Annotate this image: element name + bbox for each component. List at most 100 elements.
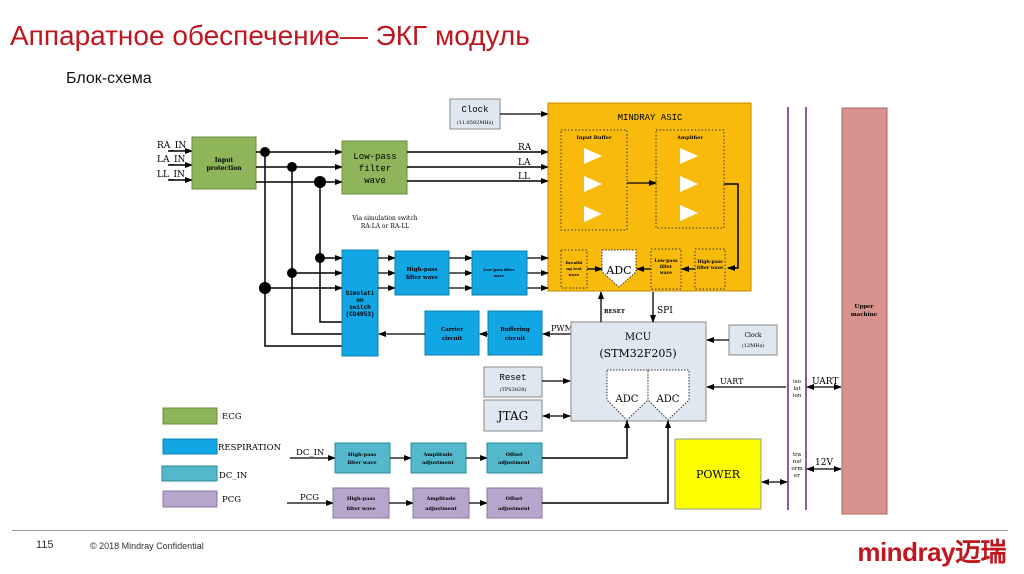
asic-clock-freq: (11.0592MHz) xyxy=(457,119,494,126)
legend-swatch-pcg xyxy=(162,490,218,508)
isolation-label-3: ion xyxy=(793,393,802,399)
junction-dots xyxy=(259,147,326,294)
carrier-label-2: circuit xyxy=(442,336,463,342)
ra-lead-label: RA xyxy=(518,143,532,153)
mcu-chip-label: (STM32F205) xyxy=(599,347,676,360)
ecg-lowpass-label-1: Low-pass xyxy=(353,152,396,162)
page-number: 115 xyxy=(36,539,54,551)
resp-lowpass-block: Low-pass filter wave xyxy=(471,250,528,296)
transformer-label-4: er xyxy=(794,473,800,479)
asic-title: MINDRAY ASIC xyxy=(618,113,683,123)
power-label: POWER xyxy=(696,468,741,481)
jtag-block: JTAG xyxy=(483,399,571,432)
asic-lowpass-label-2: filter xyxy=(660,264,673,270)
legend: ECG RESPIRATION DC_IN PCG xyxy=(161,407,282,508)
dc-highpass-label-2: filter wave xyxy=(347,460,376,466)
input-protection-block: Input protection xyxy=(191,136,257,190)
resp-highpass-label-1: High-pass xyxy=(406,267,437,273)
pcg-chain: PCG High-pass filter wave Amplitude adju… xyxy=(287,420,671,519)
asic-input-buffer-label: Input Buffer xyxy=(577,135,612,141)
ll-lead-label: LL xyxy=(518,172,530,182)
dc-offset-label-2: adjustment xyxy=(498,460,530,466)
dc-amplitude-label-2: adjustment xyxy=(422,460,454,466)
legend-label-respiration: RESPIRATION xyxy=(218,443,282,453)
pcg-amplitude-label-2: adjustment xyxy=(425,506,457,512)
spi-signal-label: SPI xyxy=(657,306,673,316)
transformer-label-2: nsf xyxy=(793,459,802,465)
mcu-label: MCU xyxy=(625,332,651,343)
reset-block-label: Reset xyxy=(499,373,526,383)
buffering-label-1: Buffering xyxy=(500,327,530,333)
mindray-logo: mindray迈瑞 xyxy=(857,537,1006,567)
mindray-asic-block: MINDRAY ASIC Input Buffer Amplifier Brea… xyxy=(547,102,752,292)
dc-amplitude-label-1: Amplitude xyxy=(422,452,452,458)
isolation-label-2: lat xyxy=(793,386,801,392)
mcu-block: MCU (STM32F205) ADC ADC xyxy=(570,321,707,422)
upper-machine-label-2: machine xyxy=(851,312,878,318)
ecg-lowpass-label-3: wave xyxy=(364,176,386,186)
mcu-clock-block: Clock (12MHz) xyxy=(706,324,778,356)
ecg-inputs: RA_IN LA_IN LL_IN xyxy=(157,141,193,183)
uart2-label: UART xyxy=(812,377,838,387)
legend-label-ecg: ECG xyxy=(222,412,242,422)
la-in-label: LA_IN xyxy=(157,155,186,165)
slide-subtitle: Блок-схема xyxy=(66,70,152,87)
pcg-amplitude-label-1: Amplitude xyxy=(425,496,455,502)
upper-machine-block: Upper machine xyxy=(841,107,888,515)
asic-amplifier-label: Amplifier xyxy=(676,135,703,141)
via-note-line-1: Via simulation switch xyxy=(351,215,417,222)
mcu-adc2-label: ADC xyxy=(656,394,680,405)
via-note-line-2: RA-LA or RA-LL xyxy=(361,223,409,230)
transformer-label-3: orm xyxy=(791,466,803,472)
resp-lowpass-label-1: Low-pass filter xyxy=(483,267,515,272)
legend-swatch-dc-in xyxy=(161,465,218,482)
slide-title: Аппаратное обеспечение— ЭКГ модуль xyxy=(10,20,530,51)
breathing-label-1: Breathi xyxy=(566,260,583,265)
resp-lowpass-label-2: wave xyxy=(493,273,505,278)
reset-signal-label: RESET xyxy=(604,309,626,315)
ra-in-label: RA_IN xyxy=(157,141,186,151)
ll-in-label: LL_IN xyxy=(157,170,185,180)
asic-mcu-wires xyxy=(598,291,656,323)
breathing-label-3: wave xyxy=(568,272,580,277)
upper-machine-label-1: Upper xyxy=(855,304,874,310)
buffering-circuit-block: Buffering circuit xyxy=(487,310,543,356)
dc-in-chain: DC_IN High-pass filter wave Amplitude ad… xyxy=(290,420,630,474)
ecg-lead-wires xyxy=(256,149,343,347)
pcg-offset-label-2: adjustment xyxy=(498,506,530,512)
asic-lowpass-label-3: wave xyxy=(659,271,672,276)
carrier-circuit-block: Carrier circuit xyxy=(424,310,480,356)
reset-block: Reset (TPS3828) xyxy=(483,366,571,398)
mcu-adc1-shape xyxy=(606,369,649,421)
amplifier-opamps xyxy=(680,148,698,221)
resp-highpass-block: High-pass filter wave xyxy=(394,250,450,296)
ecg-lowpass-block: Low-pass filter wave xyxy=(341,140,408,195)
asic-lowpass-label-1: Low-pass xyxy=(654,258,678,264)
sim-switch-label-1: Simulati xyxy=(346,290,375,297)
dc-in-signal-label: DC_IN xyxy=(296,448,325,458)
power-block: POWER xyxy=(674,438,788,510)
mcu-clock-freq: (12MHz) xyxy=(742,342,764,349)
pcg-highpass-label-1: High-pass xyxy=(347,496,375,502)
simulation-switch-block: Simulati on switch (CD4053) xyxy=(341,249,379,357)
mcu-clock-label: Clock xyxy=(744,332,761,339)
dc-highpass-label-1: High-pass xyxy=(348,452,376,458)
carrier-label-1: Carrier xyxy=(441,327,463,333)
sim-switch-label-4: (CD4053) xyxy=(346,311,375,318)
buffering-label-2: circuit xyxy=(505,336,526,342)
resp-highpass-label-2: filter wave xyxy=(406,275,438,281)
asic-adc-label: ADC xyxy=(605,264,631,277)
mcu-adc2-shape xyxy=(647,369,690,421)
sim-switch-label-3: switch xyxy=(349,304,371,311)
isolation-label-1: iso xyxy=(793,379,802,385)
input-protection-label-2: protection xyxy=(206,165,242,172)
input-buffer-opamps xyxy=(584,148,602,222)
transformer-label-1: tra xyxy=(793,452,802,458)
asic-highpass-label-1: High-pass xyxy=(697,259,723,265)
asic-clock-label: Clock xyxy=(461,105,488,115)
copyright-text: © 2018 Mindray Confidential xyxy=(90,541,204,551)
sim-switch-label-2: on xyxy=(356,297,364,304)
legend-label-dc-in: DC_IN xyxy=(219,471,248,481)
mcu-adc1-label: ADC xyxy=(615,394,639,405)
